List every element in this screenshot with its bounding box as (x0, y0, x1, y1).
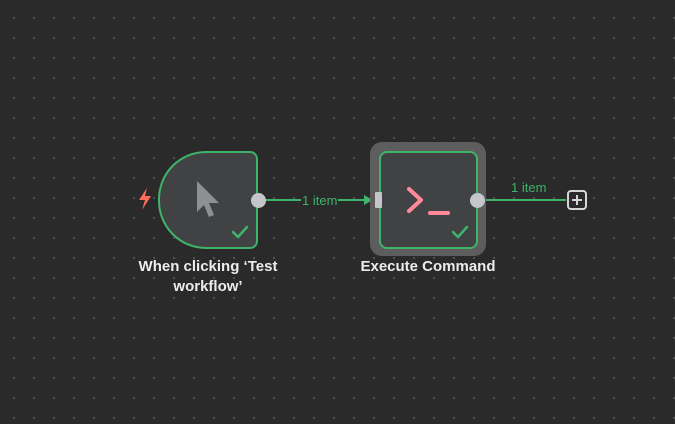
connection-item-count-label: 1 item (301, 193, 339, 208)
node-label-trigger: When clicking ‘Test workflow’ (120, 257, 296, 297)
trigger-bolt-icon (139, 188, 151, 210)
connection-item-count-label: 1 item (511, 180, 547, 195)
success-check-icon (231, 225, 249, 239)
output-handle[interactable] (251, 193, 266, 208)
node-manual-trigger[interactable] (158, 151, 258, 249)
input-handle[interactable] (375, 192, 382, 208)
node-label-execute-command: Execute Command (360, 258, 496, 275)
plus-icon (572, 195, 582, 205)
node-execute-command[interactable] (379, 151, 478, 249)
output-handle[interactable] (470, 193, 485, 208)
success-check-icon (451, 225, 469, 239)
terminal-icon (406, 186, 454, 221)
mouse-pointer-icon (194, 179, 222, 226)
add-node-button[interactable] (567, 190, 587, 210)
node-label-line: When clicking ‘Test (138, 258, 278, 275)
node-label-line: workflow’ (173, 278, 243, 295)
